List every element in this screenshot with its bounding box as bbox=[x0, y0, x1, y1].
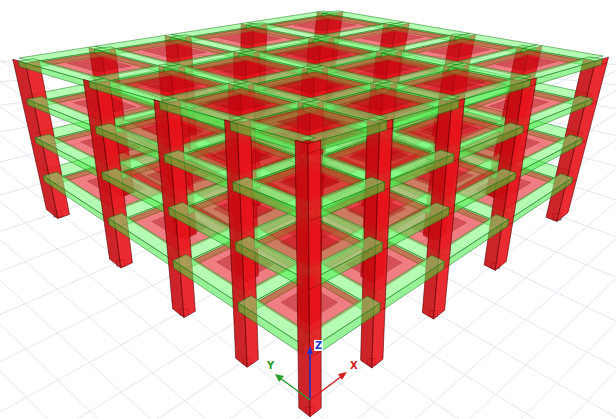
grid-line bbox=[0, 67, 439, 419]
slab-panel bbox=[218, 32, 281, 44]
slab-panel bbox=[428, 44, 490, 57]
beam-side bbox=[316, 243, 383, 287]
beam-side bbox=[453, 126, 523, 161]
slab-panel bbox=[350, 95, 412, 111]
beam-side bbox=[233, 182, 302, 219]
column-joint bbox=[308, 149, 321, 153]
y-arrowhead bbox=[275, 374, 284, 382]
beam-side bbox=[530, 59, 603, 86]
z-axis bbox=[309, 352, 311, 400]
slab-panel bbox=[281, 78, 344, 93]
axis-label: Z bbox=[314, 340, 323, 351]
grid-line bbox=[0, 64, 529, 419]
z-arrowhead bbox=[307, 346, 313, 354]
beam-side bbox=[382, 208, 449, 251]
beam-side bbox=[18, 61, 90, 88]
beam-side bbox=[315, 182, 384, 219]
slab-panel bbox=[278, 114, 341, 131]
beam-side bbox=[169, 208, 236, 251]
beam-side bbox=[315, 121, 387, 151]
column-face bbox=[308, 140, 321, 417]
beam-side bbox=[102, 173, 170, 215]
beam-side bbox=[108, 218, 174, 268]
beam-side bbox=[458, 80, 531, 108]
slab-panel bbox=[67, 58, 131, 72]
slab-panel bbox=[143, 45, 207, 58]
beam-side bbox=[449, 173, 516, 215]
column-joint bbox=[309, 216, 321, 221]
ground-grid bbox=[0, 52, 616, 419]
slab-panel bbox=[423, 75, 485, 90]
slab-panel bbox=[137, 76, 201, 91]
grid-line bbox=[157, 72, 616, 419]
grid-line bbox=[0, 62, 589, 419]
grid-line bbox=[2, 61, 616, 419]
x-arrowhead bbox=[338, 372, 347, 380]
grid-line bbox=[0, 61, 539, 312]
beam-side bbox=[230, 122, 301, 152]
beam-side bbox=[380, 261, 445, 311]
x-axis bbox=[310, 376, 342, 400]
beam-side bbox=[316, 303, 380, 354]
grid-line bbox=[0, 66, 469, 419]
beam-side bbox=[27, 99, 97, 133]
beam-side bbox=[522, 99, 592, 133]
grid-line bbox=[190, 73, 616, 419]
grid-line bbox=[0, 70, 350, 419]
axis-label: X bbox=[349, 360, 359, 371]
y-axis bbox=[280, 378, 310, 400]
beam-side bbox=[164, 155, 233, 191]
grid-line bbox=[60, 68, 616, 419]
slab-panel bbox=[361, 32, 423, 44]
beam-side bbox=[384, 154, 454, 190]
beam-side bbox=[89, 81, 160, 109]
grid-line bbox=[0, 69, 380, 419]
beam-side bbox=[173, 261, 238, 312]
grid-line bbox=[69, 59, 616, 350]
slab-panel bbox=[355, 61, 417, 75]
beam-side bbox=[95, 127, 164, 162]
slab-panel bbox=[208, 95, 271, 111]
beam-side bbox=[236, 243, 303, 287]
slab-panel bbox=[212, 62, 275, 76]
beam-side bbox=[160, 102, 231, 131]
beam-side bbox=[444, 220, 509, 269]
slab-panel bbox=[287, 47, 350, 60]
column-face bbox=[295, 140, 310, 417]
column-joint bbox=[309, 283, 321, 289]
slab-panel bbox=[294, 20, 357, 31]
beam-side bbox=[238, 303, 303, 355]
axis-label: Y bbox=[266, 360, 275, 371]
grid-line bbox=[35, 60, 616, 384]
beam-side bbox=[387, 101, 459, 130]
